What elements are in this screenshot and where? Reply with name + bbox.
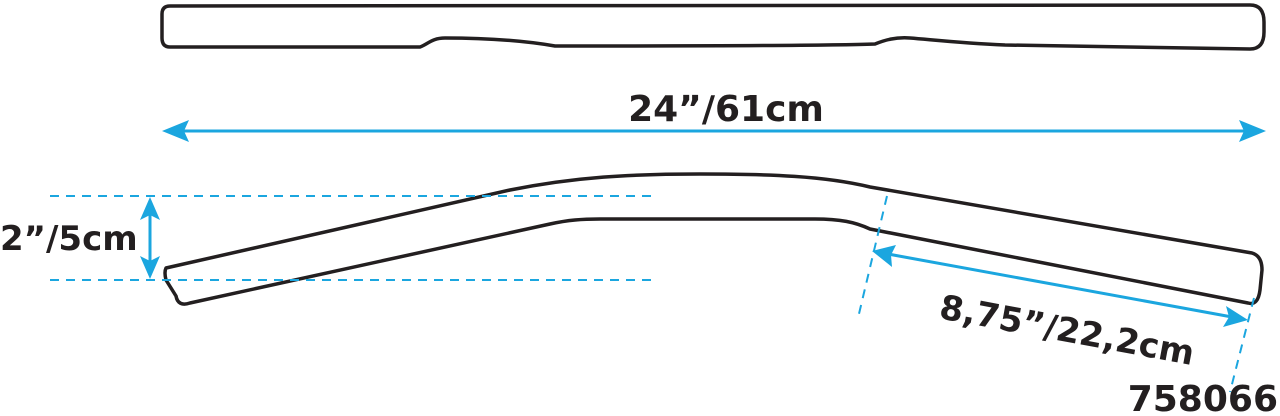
part-number: 758066	[1128, 379, 1278, 416]
handlebar-top-view-outline	[160, 3, 1266, 51]
rise-dimension: 2”/5cm	[0, 195, 652, 281]
overall-width-left-arrowhead	[162, 120, 189, 142]
rise-label: 2”/5cm	[0, 219, 138, 259]
overall-width-dimension: 24”/61cm	[162, 89, 1266, 142]
end-length-left-arrowhead	[872, 245, 896, 267]
overall-width-label: 24”/61cm	[628, 89, 824, 130]
end-length-dimension-line	[887, 252, 1233, 319]
end-length-label: 8,75”/22,2cm	[936, 288, 1197, 374]
handlebar-top-view	[160, 3, 1266, 51]
handlebar-front-view-outline	[163, 172, 1264, 306]
end-length-left-extension-line	[857, 195, 888, 319]
rise-bottom-arrowhead	[140, 256, 160, 279]
overall-width-right-arrowhead	[1239, 120, 1266, 142]
end-length-right-extension-line	[1229, 297, 1255, 393]
end-length-right-arrowhead	[1223, 306, 1248, 327]
rise-top-arrowhead	[140, 197, 160, 220]
handlebar-front-view	[163, 172, 1264, 306]
